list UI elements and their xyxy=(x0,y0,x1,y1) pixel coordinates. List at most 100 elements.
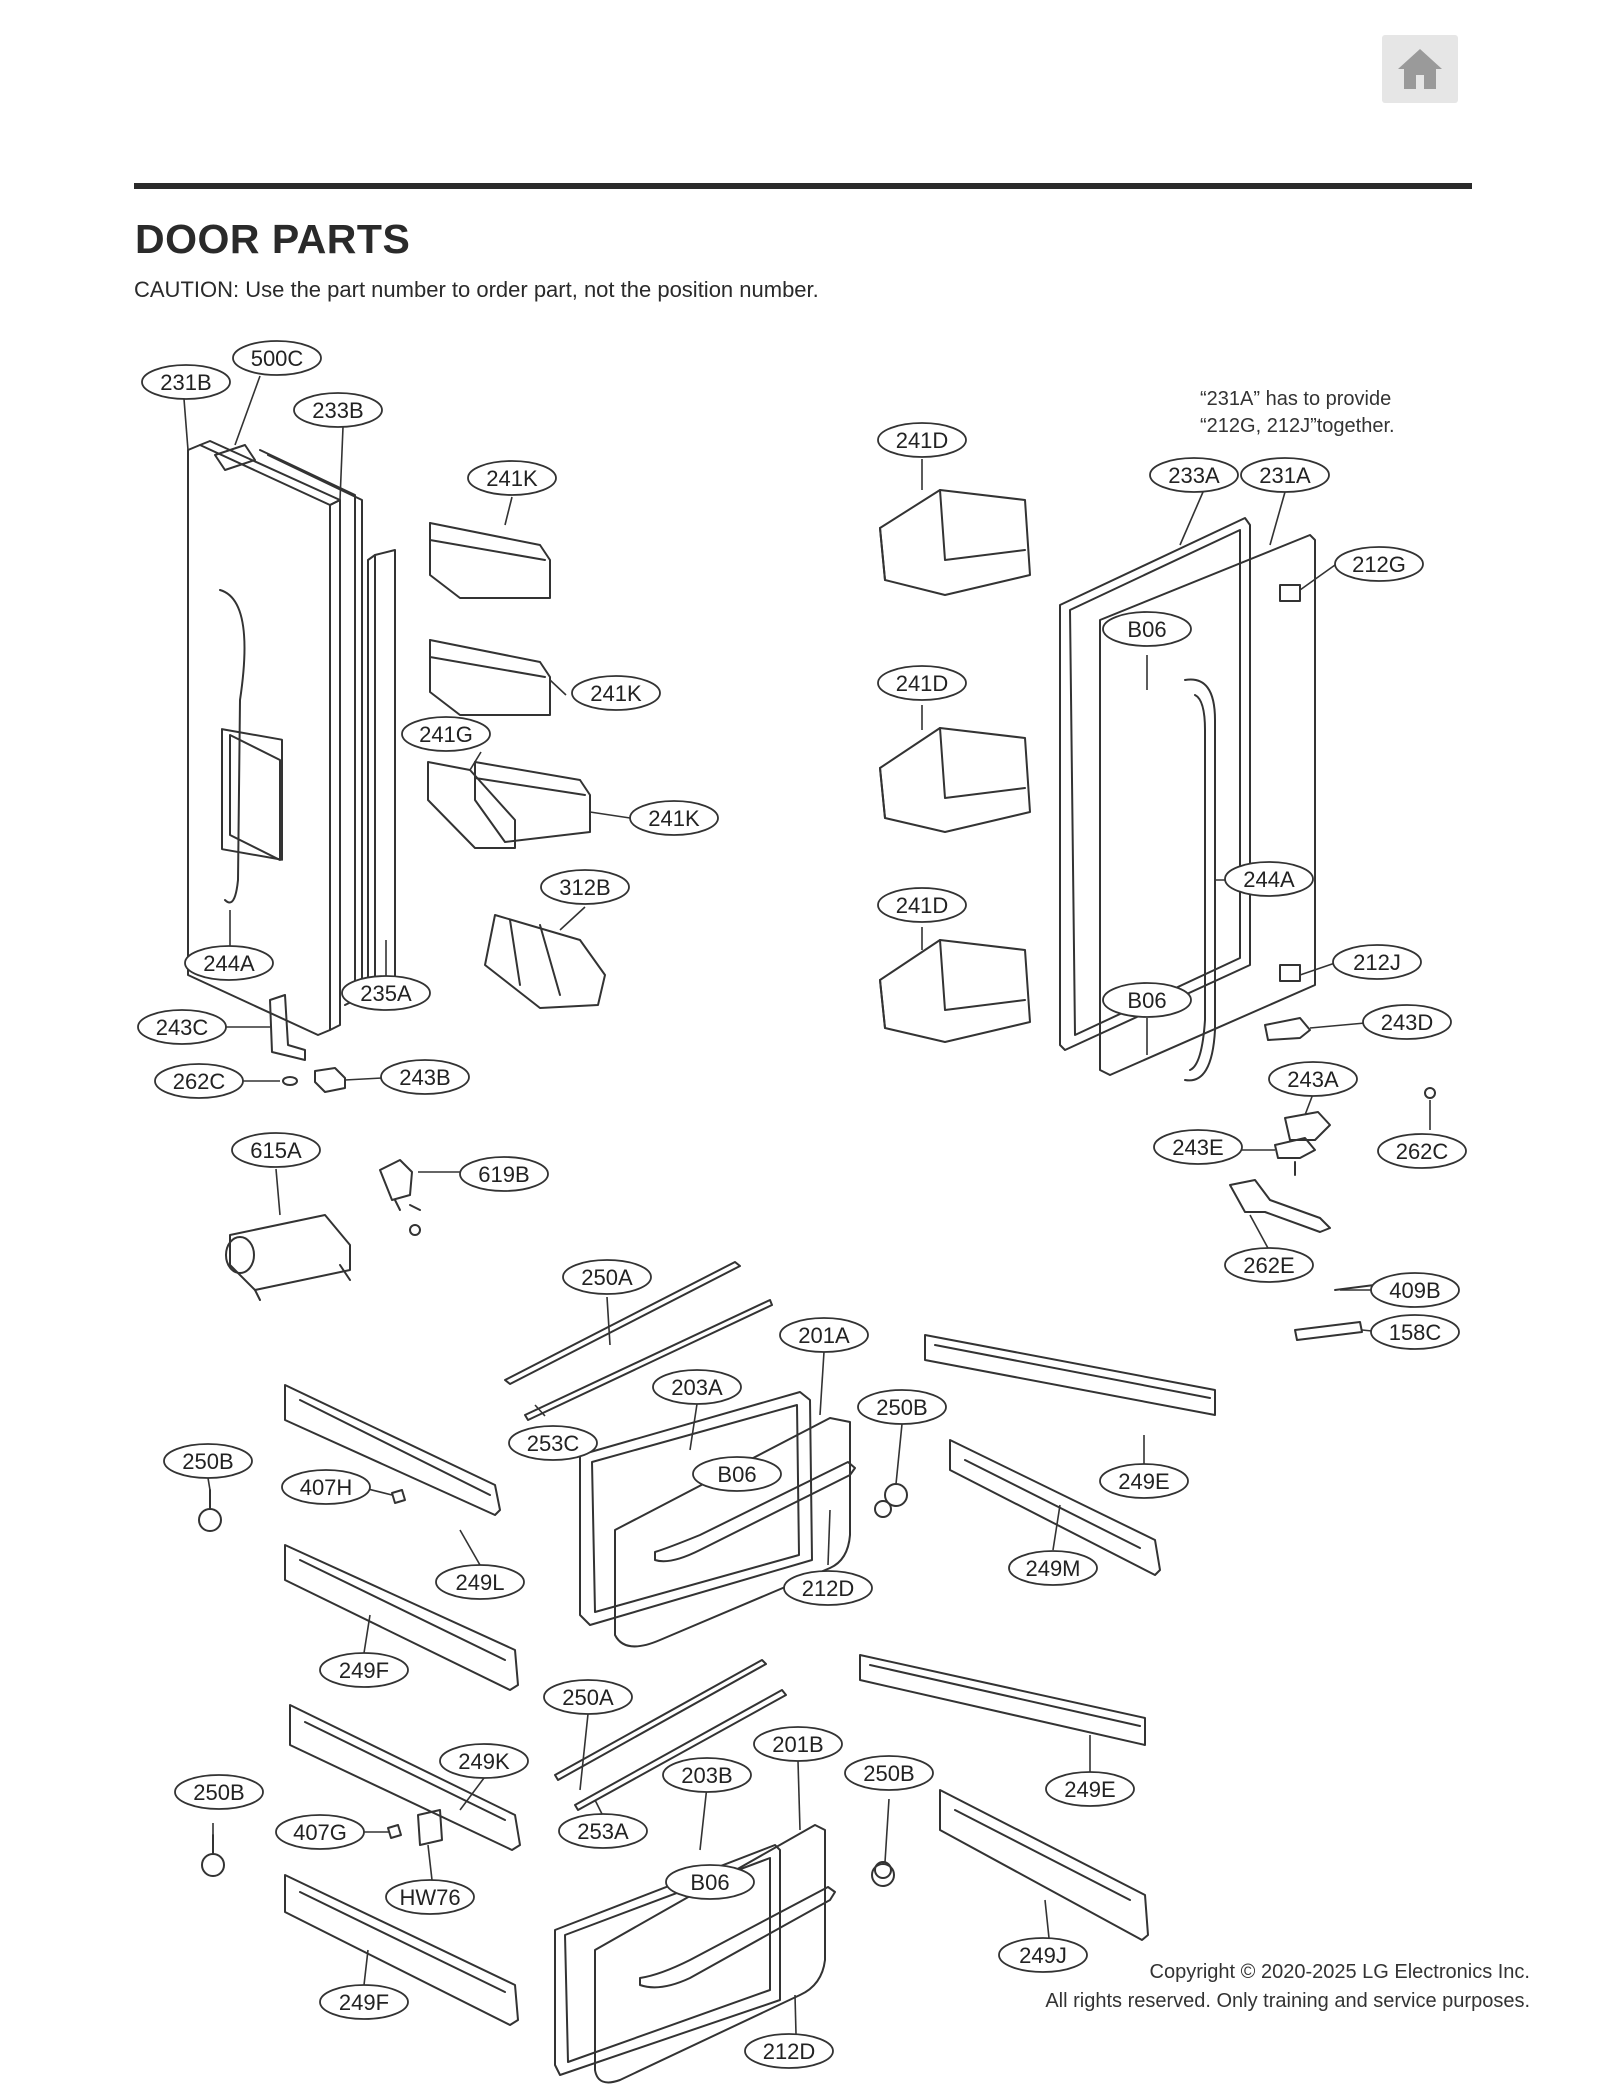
callout-c15[interactable]: 619B xyxy=(459,1156,549,1192)
callout-c47[interactable]: 201B xyxy=(753,1726,843,1762)
callout-c14[interactable]: 615A xyxy=(231,1132,321,1168)
callout-c18[interactable]: 231A xyxy=(1240,457,1330,493)
callout-c55[interactable]: HW76 xyxy=(385,1879,475,1915)
callout-c6[interactable]: 241G xyxy=(401,716,491,752)
callout-c1[interactable]: 231B xyxy=(141,364,231,400)
callout-c4[interactable]: 241K xyxy=(467,460,557,496)
callout-label: B06 xyxy=(1127,617,1166,642)
callout-label: 312B xyxy=(559,875,610,900)
callout-label: 262E xyxy=(1243,1253,1294,1278)
callout-c20[interactable]: B06 xyxy=(1102,611,1192,647)
callout-label: HW76 xyxy=(399,1885,460,1910)
callout-c48[interactable]: 249K xyxy=(439,1743,529,1779)
callout-c17[interactable]: 233A xyxy=(1149,457,1239,493)
callout-c9[interactable]: 244A xyxy=(184,945,274,981)
callout-c51[interactable]: 249E xyxy=(1045,1771,1135,1807)
callout-c39[interactable]: 250B xyxy=(163,1443,253,1479)
callout-c44[interactable]: 249M xyxy=(1008,1550,1098,1586)
note-text: “231A” has to provide “212G, 212J”togeth… xyxy=(1200,388,1395,437)
page-title: DOOR PARTS xyxy=(135,216,411,262)
callout-c21[interactable]: 241D xyxy=(877,665,967,701)
copyright-line-1: Copyright © 2020-2025 LG Electronics Inc… xyxy=(1149,1961,1531,1983)
callout-label: 233A xyxy=(1168,463,1220,488)
callout-label: 241K xyxy=(648,806,700,831)
callout-c43[interactable]: 212D xyxy=(783,1570,873,1606)
callout-label: 241D xyxy=(896,671,949,696)
callout-c59[interactable]: 212D xyxy=(744,2033,834,2069)
callout-c24[interactable]: 212J xyxy=(1332,944,1422,980)
copyright-line-2: All rights reserved. Only training and s… xyxy=(1045,1990,1530,2012)
callout-c32[interactable]: 158C xyxy=(1370,1314,1460,1350)
callout-label: 201A xyxy=(798,1323,850,1348)
left-door-bins xyxy=(427,522,606,1009)
callout-label: 409B xyxy=(1389,1278,1440,1303)
callout-c42[interactable]: 249L xyxy=(435,1564,525,1600)
callout-c35[interactable]: 203A xyxy=(652,1369,742,1405)
callout-c54[interactable]: 253A xyxy=(558,1813,648,1849)
callout-c38[interactable]: 249E xyxy=(1099,1463,1189,1499)
callout-c11[interactable]: 243C xyxy=(137,1009,227,1045)
callout-label: 243C xyxy=(156,1015,209,1040)
callout-label: 250B xyxy=(863,1761,914,1786)
copyright-notice: Copyright © 2020-2025 LG Electronics Inc… xyxy=(1045,1958,1530,2016)
caution-text: CAUTION: Use the part number to order pa… xyxy=(134,277,819,302)
callout-label: 250B xyxy=(193,1780,244,1805)
callout-c26[interactable]: 243D xyxy=(1362,1004,1452,1040)
callout-c3[interactable]: 233B xyxy=(293,392,383,428)
callout-c41[interactable]: B06 xyxy=(692,1456,782,1492)
right-door-bins xyxy=(879,489,1031,1043)
callout-c2[interactable]: 500C xyxy=(232,340,322,376)
callout-c50[interactable]: 250B xyxy=(844,1755,934,1791)
callout-c22[interactable]: 244A xyxy=(1224,861,1314,897)
left-hinge-parts xyxy=(225,994,421,1301)
callout-c8[interactable]: 312B xyxy=(540,869,630,905)
callout-c49[interactable]: 203B xyxy=(662,1757,752,1793)
callout-label: 158C xyxy=(1389,1320,1442,1345)
callout-c46[interactable]: 250A xyxy=(543,1679,633,1715)
callout-c31[interactable]: 409B xyxy=(1370,1272,1460,1308)
callout-c37[interactable]: 253C xyxy=(508,1425,598,1461)
callout-label: 250B xyxy=(876,1395,927,1420)
callout-label: 249E xyxy=(1118,1469,1169,1494)
callout-c52[interactable]: 250B xyxy=(174,1774,264,1810)
callout-c57[interactable]: 249J xyxy=(998,1937,1088,1973)
callout-c19[interactable]: 212G xyxy=(1334,546,1424,582)
home-icon xyxy=(1398,49,1442,89)
callout-c53[interactable]: 407G xyxy=(275,1814,365,1850)
callouts: 231B 500C 233B 241K 241K 241G 241K 312B … xyxy=(137,340,1467,2069)
callout-c25[interactable]: B06 xyxy=(1102,982,1192,1018)
lower-rails-drawing xyxy=(284,1654,1149,2026)
upper-rails-drawing xyxy=(284,1334,1216,1691)
callout-c36[interactable]: 250B xyxy=(857,1389,947,1425)
callout-c23[interactable]: 241D xyxy=(877,887,967,923)
header-rule xyxy=(134,183,1472,189)
callout-c33[interactable]: 250A xyxy=(562,1259,652,1295)
callout-label: 203A xyxy=(671,1375,723,1400)
callout-c10[interactable]: 235A xyxy=(341,975,431,1011)
callout-c27[interactable]: 243A xyxy=(1268,1061,1358,1097)
callout-c45[interactable]: 249F xyxy=(319,1652,409,1688)
callout-label: 243A xyxy=(1287,1067,1339,1092)
callout-label: 250A xyxy=(562,1685,614,1710)
callout-c29[interactable]: 262C xyxy=(1377,1133,1467,1169)
callout-label: 243B xyxy=(399,1065,450,1090)
callout-c30[interactable]: 262E xyxy=(1224,1247,1314,1283)
callout-label: 249E xyxy=(1064,1777,1115,1802)
callout-c34[interactable]: 201A xyxy=(779,1317,869,1353)
callout-c16[interactable]: 241D xyxy=(877,422,967,458)
callout-label: 249L xyxy=(456,1570,505,1595)
callout-c58[interactable]: 249F xyxy=(319,1984,409,2020)
callout-label: 212D xyxy=(802,1576,855,1601)
home-button[interactable] xyxy=(1382,35,1458,103)
callout-c13[interactable]: 243B xyxy=(380,1059,470,1095)
callout-label: 249K xyxy=(458,1749,510,1774)
callout-label: 201B xyxy=(772,1732,823,1757)
callout-c40[interactable]: 407H xyxy=(281,1469,371,1505)
callout-c5[interactable]: 241K xyxy=(571,675,661,711)
callout-c56[interactable]: B06 xyxy=(665,1864,755,1900)
callout-c28[interactable]: 243E xyxy=(1153,1129,1243,1165)
callout-label: 235A xyxy=(360,981,412,1006)
callout-c7[interactable]: 241K xyxy=(629,800,719,836)
callout-label: 231B xyxy=(160,370,211,395)
callout-c12[interactable]: 262C xyxy=(154,1063,244,1099)
